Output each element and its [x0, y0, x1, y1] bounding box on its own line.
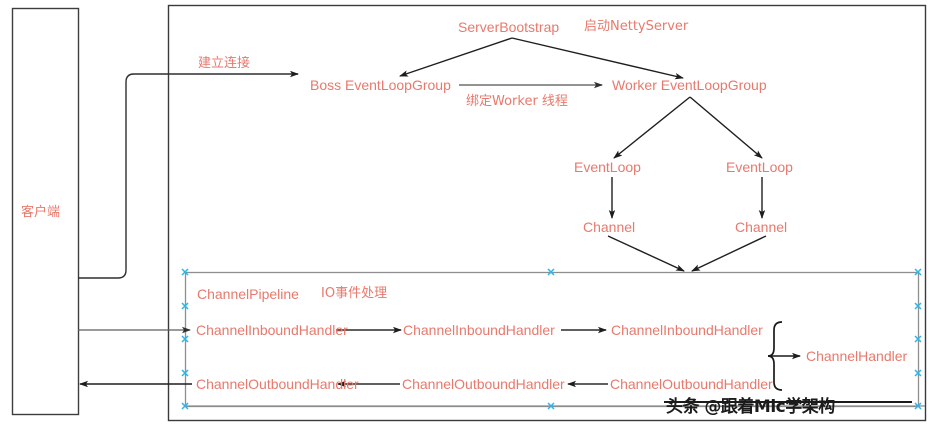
node-outbound-handler-1: ChannelOutboundHandler [196, 376, 359, 392]
node-inbound-handler-2: ChannelInboundHandler [403, 322, 555, 338]
edge-channel-left-to-pipeline [607, 235, 685, 272]
selection-handle-tr [914, 268, 922, 276]
node-start-netty-server: 启动NettyServer [584, 19, 689, 34]
node-server-bootstrap: ServerBootstrap [458, 19, 560, 35]
selection-handle-bl [181, 402, 189, 410]
node-eventloop-right: EventLoop [726, 159, 793, 175]
node-eventloop-left: EventLoop [574, 159, 641, 175]
selection-handle-mr2 [914, 335, 922, 343]
selection-handle-ml2 [181, 335, 189, 343]
node-outbound-handler-2: ChannelOutboundHandler [402, 376, 565, 392]
selection-handle-bl2 [181, 369, 189, 377]
selection-handle-mr [914, 302, 922, 310]
node-client: 客户端 [21, 205, 61, 220]
edge-bootstrap-to-boss [399, 37, 513, 77]
node-io-event-handling: IO事件处理 [321, 286, 388, 301]
server-container-box [167, 4, 927, 422]
selection-handle-br [914, 402, 922, 410]
edge-label-establish-connection: 建立连接 [198, 56, 251, 71]
node-inbound-handler-1: ChannelInboundHandler [196, 322, 348, 338]
edge-client-to-boss [78, 70, 299, 279]
node-outbound-handler-3: ChannelOutboundHandler [610, 376, 773, 392]
node-channel-pipeline: ChannelPipeline [197, 286, 299, 302]
node-channel-left: Channel [583, 219, 636, 235]
selection-handle-tl [181, 268, 189, 276]
node-inbound-handler-3: ChannelInboundHandler [611, 322, 763, 338]
selection-handle-br2 [914, 369, 922, 377]
selection-handle-bm [547, 402, 555, 410]
node-boss-eventloopgroup: Boss EventLoopGroup [310, 77, 451, 93]
edge-worker-to-eventloop-right [689, 96, 763, 159]
edge-bootstrap-to-worker [511, 37, 684, 80]
selection-handle-tm [547, 268, 555, 276]
selection-handles[interactable] [181, 268, 922, 410]
edge-worker-to-eventloop-left [613, 96, 691, 159]
watermark-text: 头条 @跟着Mic学架构 [666, 397, 835, 417]
edge-channel-right-to-pipeline [691, 235, 767, 272]
node-worker-eventloopgroup: Worker EventLoopGroup [612, 77, 767, 93]
selection-handle-ml [181, 302, 189, 310]
client-box [11, 7, 80, 416]
node-channel-right: Channel [735, 219, 788, 235]
edge-label-bind-worker-thread: 绑定Worker 线程 [466, 94, 568, 109]
node-channel-handler: ChannelHandler [806, 348, 908, 364]
